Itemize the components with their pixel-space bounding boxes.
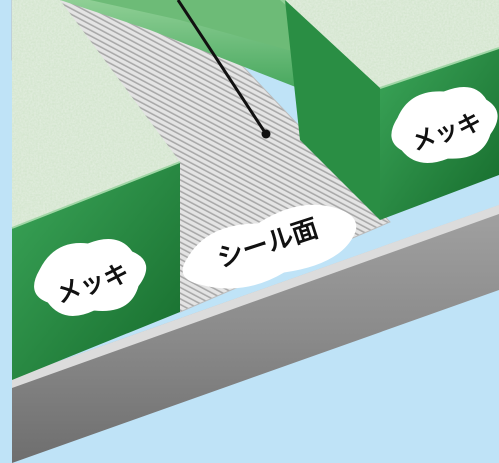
plating-label-right-bubble: メッキ [391,87,498,163]
leader-dot [261,129,271,139]
plating-label-left-bubble: メッキ [34,239,147,316]
base-metal [12,205,499,463]
leader-line [176,0,271,139]
